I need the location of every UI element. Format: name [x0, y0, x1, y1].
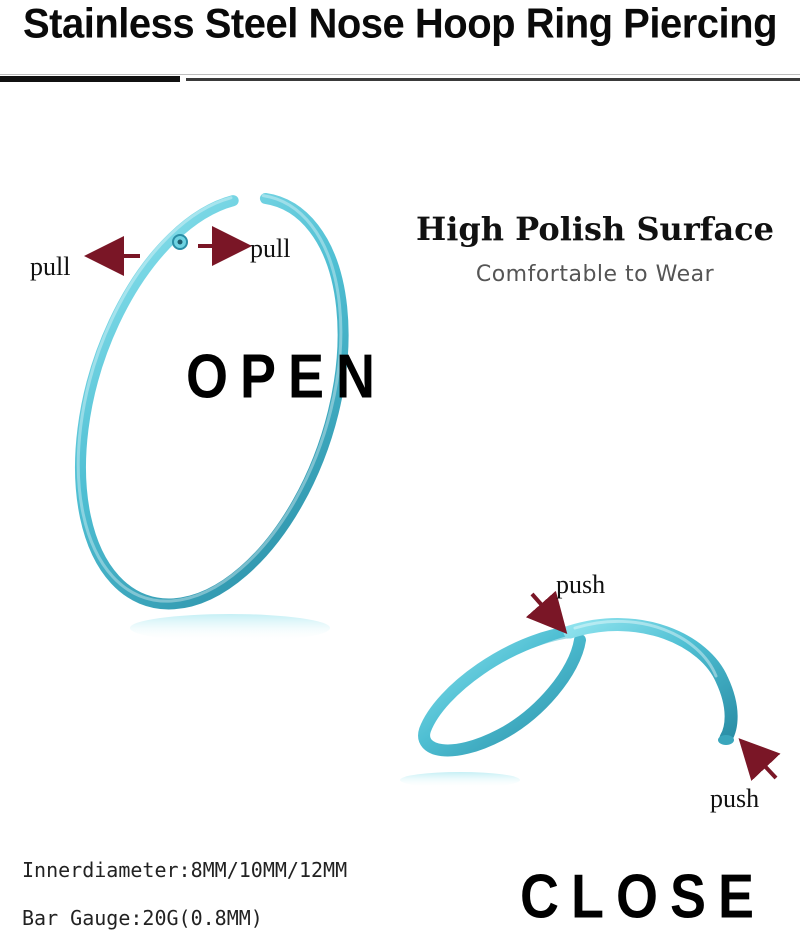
- closed-ring-reflection: [400, 772, 520, 788]
- push-bottom-arrow-icon: [738, 738, 781, 782]
- pull-left-label: pull: [30, 252, 71, 281]
- close-label: CLOSE: [520, 862, 767, 932]
- headline: High Polish Surface: [415, 210, 775, 248]
- inner-diameter-spec: Innerdiameter:8MM/10MM/12MM: [22, 858, 348, 882]
- divider-right: [186, 78, 800, 81]
- ring-reflection: [130, 614, 330, 642]
- closed-ring: [418, 618, 738, 757]
- divider-thin: [0, 74, 800, 75]
- pull-right-label: pull: [250, 234, 291, 263]
- push-bottom-label: push: [710, 784, 760, 813]
- bar-gauge-spec: Bar Gauge:20G(0.8MM): [22, 906, 263, 930]
- push-top-label: push: [556, 570, 606, 599]
- push-top-arrow-icon: [525, 590, 568, 634]
- page-title: Stainless Steel Nose Hoop Ring Piercing: [22, 0, 778, 48]
- open-label: OPEN: [186, 342, 388, 412]
- open-ring: [75, 192, 349, 610]
- divider-left: [0, 76, 180, 82]
- subline: Comfortable to Wear: [475, 262, 715, 287]
